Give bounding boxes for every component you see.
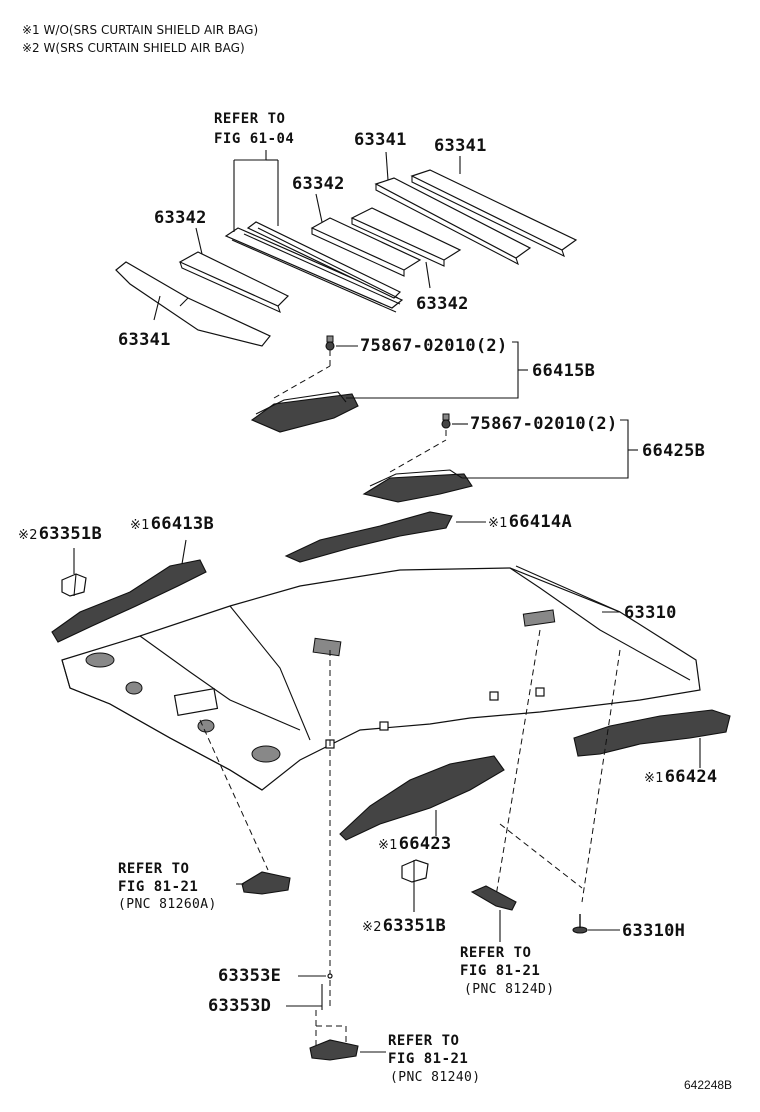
- part-label-63310: 63310: [624, 603, 677, 623]
- part-label-clip-upper: 75867-02010(2): [360, 336, 508, 356]
- note-mark-1: ※1: [378, 838, 398, 853]
- figure-code: 642248B: [684, 1078, 733, 1092]
- dome-lamp-81260a: [236, 871, 291, 895]
- note-mark-1: ※1: [130, 518, 150, 533]
- screw-63310h: [572, 914, 620, 934]
- roof-silencer-pads: [115, 169, 578, 347]
- part-label-66413b: ※166413B: [130, 516, 214, 533]
- headliner-63310: [61, 565, 701, 791]
- ref-fig-61-04-line2: FIG 61-04: [214, 131, 295, 147]
- ref-fig-81-21-a-line3: (PNC 81260A): [118, 897, 217, 912]
- pad-63351b-lower: [401, 859, 429, 912]
- part-label-63342-left: 63342: [154, 208, 207, 228]
- ref-fig-81-21-a-line1: REFER TO: [118, 861, 190, 877]
- part-label-63342-lower: 63342: [416, 294, 469, 314]
- note-mark-1: ※1: [644, 771, 664, 786]
- note-1: ※1 W/O(SRS CURTAIN SHIELD AIR BAG): [22, 24, 258, 36]
- ref-fig-81-21-b-line1: REFER TO: [460, 945, 532, 961]
- ref-fig-81-21-b-line2: FIG 81-21: [460, 963, 541, 979]
- part-label-63353d: 63353D: [208, 996, 272, 1016]
- part-num-66424: 66424: [664, 767, 718, 787]
- part-num-66423: 66423: [398, 834, 452, 854]
- part-label-63310h: 63310H: [622, 921, 686, 941]
- part-label-63342-middle: 63342: [292, 174, 345, 194]
- side-bracket-66424: [573, 709, 731, 768]
- ref-fig-81-21-c-line1: REFER TO: [388, 1033, 460, 1049]
- part-label-63341-right-top: 63341: [354, 130, 407, 150]
- part-label-66415b: 66415B: [532, 361, 596, 381]
- part-label-66423: ※166423: [378, 836, 451, 853]
- part-label-clip-lower: 75867-02010(2): [470, 414, 618, 434]
- note-2-mark: ※2: [22, 41, 40, 55]
- lamp-81240: [309, 1010, 386, 1061]
- bracket-66415b: [250, 335, 359, 433]
- note-mark-2: ※2: [362, 920, 382, 935]
- note-2: ※2 W(SRS CURTAIN SHIELD AIR BAG): [22, 42, 245, 54]
- part-num-66413b: 66413B: [150, 514, 214, 534]
- part-num-63351b-lower: 63351B: [382, 916, 446, 936]
- ref-fig-81-21-a-line2: FIG 81-21: [118, 879, 199, 895]
- ref-fig-81-21-c-line2: FIG 81-21: [388, 1051, 469, 1067]
- note-1-text: W/O(SRS CURTAIN SHIELD AIR BAG): [43, 23, 259, 37]
- part-label-63353e: 63353E: [218, 966, 282, 986]
- clip-63353e: [298, 973, 333, 979]
- lamp-8124d: [470, 885, 517, 942]
- part-label-63341-left: 63341: [118, 330, 171, 350]
- part-label-66424: ※166424: [644, 769, 717, 786]
- part-num-66414a: 66414A: [508, 512, 572, 532]
- part-label-63351b-lower: ※263351B: [362, 918, 446, 935]
- ref-fig-81-21-b-line3: (PNC 8124D): [464, 982, 555, 997]
- ref-fig-81-21-c-line3: (PNC 81240): [390, 1070, 481, 1085]
- part-label-63341-right: 63341: [434, 136, 487, 156]
- part-label-63351b-upper: ※263351B: [18, 526, 102, 543]
- side-bracket-66413b: [51, 539, 207, 643]
- note-1-mark: ※1: [22, 23, 40, 37]
- note-mark-1: ※1: [488, 516, 508, 531]
- part-label-66425b: 66425B: [642, 441, 706, 461]
- note-mark-2: ※2: [18, 528, 38, 543]
- pad-leaders: [153, 150, 461, 321]
- bracket-66425b: [362, 413, 473, 503]
- side-bracket-66414a: [284, 511, 486, 563]
- note-2-text: W(SRS CURTAIN SHIELD AIR BAG): [43, 41, 245, 55]
- ref-fig-61-04-line1: REFER TO: [214, 111, 286, 127]
- clip-leaders: [336, 341, 638, 479]
- install-lines: [199, 629, 621, 1010]
- side-bracket-66423: [339, 755, 505, 841]
- part-label-66414a: ※166414A: [488, 514, 572, 531]
- part-num-63351b-upper: 63351B: [38, 524, 102, 544]
- pad-63351b-upper: [61, 548, 87, 597]
- clip-63353d: [286, 984, 323, 1010]
